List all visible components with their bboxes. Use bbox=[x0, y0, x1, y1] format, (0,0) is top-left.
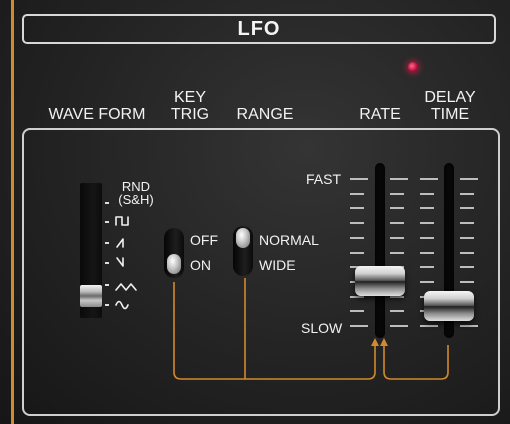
fader-tick bbox=[460, 237, 474, 239]
wave-option-rnd[interactable]: RND (S&H) bbox=[118, 179, 154, 207]
wave-tick bbox=[105, 284, 109, 286]
rate-fader-handle[interactable] bbox=[355, 266, 405, 296]
fader-tick bbox=[460, 281, 474, 283]
controls-frame bbox=[22, 128, 500, 416]
fader-tick bbox=[420, 252, 434, 254]
fader-tick bbox=[350, 207, 364, 209]
wave-tick bbox=[105, 202, 109, 204]
sawtooth-up-icon bbox=[116, 238, 124, 248]
fader-tick bbox=[350, 237, 364, 239]
fader-tick bbox=[390, 222, 404, 224]
fader-tick bbox=[390, 325, 408, 327]
range-wide-label: WIDE bbox=[259, 257, 296, 273]
fader-tick bbox=[460, 252, 474, 254]
wave-tick bbox=[105, 242, 109, 244]
wave-form-selector[interactable] bbox=[80, 183, 102, 318]
fader-tick bbox=[420, 325, 438, 327]
fader-tick bbox=[420, 178, 438, 180]
module-title: LFO bbox=[22, 14, 496, 44]
delay-time-header: DELAY TIME bbox=[424, 89, 476, 123]
wave-tick bbox=[105, 262, 109, 264]
key-trig-header: KEY TRIG bbox=[170, 89, 210, 123]
fader-tick bbox=[350, 222, 364, 224]
fader-tick bbox=[420, 193, 434, 195]
key-trig-on-label: ON bbox=[190, 257, 211, 273]
sawtooth-down-icon bbox=[116, 257, 124, 267]
fader-tick bbox=[460, 222, 474, 224]
module-title-text: LFO bbox=[237, 17, 281, 40]
fader-tick bbox=[420, 281, 434, 283]
rate-header: RATE bbox=[359, 106, 401, 123]
key-trig-lever[interactable] bbox=[167, 254, 181, 274]
fader-tick bbox=[460, 266, 474, 268]
fader-tick bbox=[350, 310, 364, 312]
rate-fader-track[interactable] bbox=[375, 163, 385, 338]
fader-tick bbox=[420, 266, 434, 268]
fader-tick bbox=[350, 193, 364, 195]
fader-tick bbox=[350, 325, 368, 327]
wave-tick bbox=[105, 304, 109, 306]
fader-tick bbox=[350, 296, 364, 298]
rate-input-arrow-icon bbox=[371, 338, 379, 346]
sine-wave-icon bbox=[115, 300, 129, 310]
wave-form-selector-handle[interactable] bbox=[80, 285, 102, 307]
fader-tick bbox=[390, 237, 404, 239]
wave-tick bbox=[105, 221, 109, 223]
range-header: RANGE bbox=[236, 106, 294, 123]
range-normal-label: NORMAL bbox=[259, 232, 319, 248]
wave-form-header: WAVE FORM bbox=[48, 106, 146, 123]
fader-tick bbox=[420, 237, 434, 239]
fader-tick bbox=[390, 252, 404, 254]
rate-slow-label: SLOW bbox=[301, 320, 343, 336]
lfo-indicator-led bbox=[408, 62, 418, 72]
key-trig-off-label: OFF bbox=[190, 232, 218, 248]
fader-tick bbox=[390, 178, 408, 180]
delay-time-fader-track[interactable] bbox=[444, 163, 454, 338]
rate-fast-label: FAST bbox=[306, 171, 342, 187]
square-wave-icon bbox=[115, 216, 129, 226]
fader-tick bbox=[460, 178, 478, 180]
fader-tick bbox=[390, 193, 404, 195]
triangle-wave-icon bbox=[115, 283, 137, 291]
fader-tick bbox=[420, 222, 434, 224]
fader-tick bbox=[460, 193, 474, 195]
section-accent-bar bbox=[11, 0, 14, 424]
fader-tick bbox=[460, 325, 478, 327]
range-lever[interactable] bbox=[236, 228, 250, 248]
fader-tick bbox=[350, 178, 368, 180]
fader-tick bbox=[390, 310, 404, 312]
fader-tick bbox=[420, 207, 434, 209]
fader-tick bbox=[390, 207, 404, 209]
fader-tick bbox=[460, 207, 474, 209]
fader-tick bbox=[350, 252, 364, 254]
delay-time-fader-handle[interactable] bbox=[424, 291, 474, 321]
rate-input-arrow-icon-2 bbox=[380, 338, 388, 346]
fader-tick bbox=[390, 296, 404, 298]
